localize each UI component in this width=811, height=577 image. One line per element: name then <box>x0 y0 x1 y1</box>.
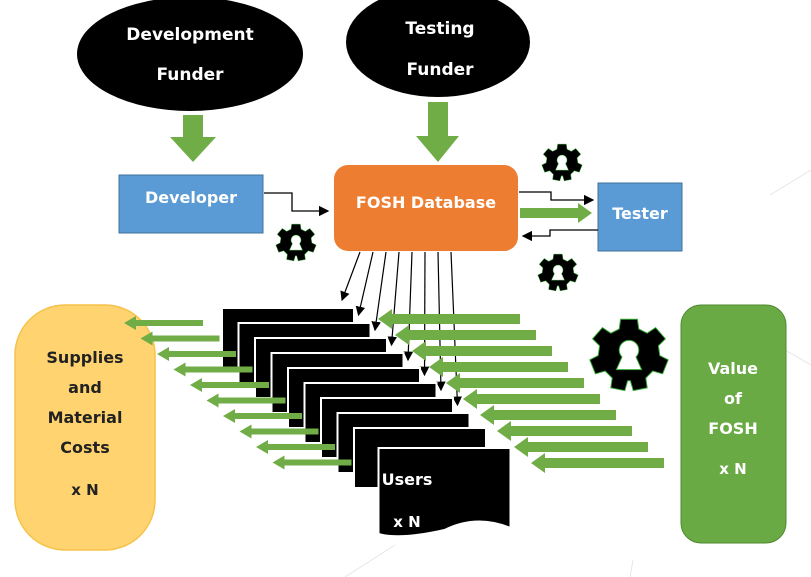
open-source-hardware-gear-icon <box>537 253 579 292</box>
open-source-hardware-gear-icon <box>589 318 669 392</box>
database-to-user-link <box>355 251 374 317</box>
tester-node: Tester <box>597 182 683 252</box>
left-green-arrow <box>140 331 220 346</box>
user-document <box>377 447 512 538</box>
supplies-line4: Costs <box>60 438 109 457</box>
right-green-arrow <box>446 373 584 393</box>
open-source-hardware-gear-icon <box>541 143 583 182</box>
supplies-node: Supplies and Material Costs x N <box>14 304 156 551</box>
open-source-hardware-gear-icon <box>275 223 317 262</box>
developer-to-database-connector <box>264 192 330 217</box>
left-green-arrow <box>256 440 335 454</box>
left-green-arrow <box>272 455 352 470</box>
database-to-tester-green-arrow <box>520 203 592 223</box>
right-green-arrow <box>395 325 536 345</box>
database-to-tester-connector <box>519 191 595 206</box>
users-line1: Users <box>382 470 433 489</box>
right-green-arrow <box>480 405 616 425</box>
right-green-arrow <box>463 389 600 409</box>
development-funder-node: Development Funder <box>77 0 303 111</box>
supplies-line2: and <box>68 378 102 397</box>
testing-funder-node: Testing Funder <box>346 0 530 97</box>
users-line2: x N <box>393 513 420 531</box>
users-to-supplies-arrows <box>124 316 352 470</box>
left-green-arrow <box>124 316 203 330</box>
right-green-arrow <box>378 309 520 329</box>
database-to-user-link <box>387 251 400 347</box>
tester-to-database-connector <box>521 229 598 242</box>
development-funder-line1: Development <box>126 25 253 45</box>
developer-label: Developer <box>145 188 237 207</box>
left-green-arrow <box>223 409 302 423</box>
right-green-arrow <box>412 341 552 361</box>
right-green-arrow <box>531 453 664 473</box>
left-green-arrow <box>157 347 236 361</box>
value-node: Value of FOSH x N <box>680 304 787 544</box>
database-to-user-link <box>371 251 387 332</box>
testing-funder-line1: Testing <box>405 19 474 39</box>
value-to-users-arrows <box>378 309 664 473</box>
right-green-arrow <box>497 421 632 441</box>
development-funder-line2: Funder <box>156 65 224 85</box>
value-line4: x N <box>719 460 746 478</box>
fosh-database-node: FOSH Database <box>334 165 518 251</box>
user-documents-stack <box>221 307 512 538</box>
left-green-arrow <box>173 362 253 377</box>
funding-arrow-database <box>416 102 459 162</box>
left-green-arrow <box>239 424 319 439</box>
right-green-arrow <box>514 437 648 457</box>
value-line1: Value <box>708 359 758 378</box>
developer-node: Developer <box>118 174 264 234</box>
left-green-arrow <box>206 393 286 408</box>
users-label-group: Users x N <box>382 470 433 531</box>
testing-funder-line2: Funder <box>406 60 474 80</box>
value-line3: FOSH <box>708 419 757 438</box>
left-green-arrow <box>190 378 269 392</box>
tester-label: Tester <box>612 204 668 223</box>
funding-arrow-developer <box>170 115 216 162</box>
right-green-arrow <box>429 357 568 377</box>
supplies-line3: Material <box>48 408 123 427</box>
supplies-line5: x N <box>71 481 98 499</box>
value-line2: of <box>724 389 743 408</box>
background-decoration <box>344 169 811 577</box>
supplies-line1: Supplies <box>46 348 123 367</box>
database-to-user-link <box>340 251 361 302</box>
fosh-database-label: FOSH Database <box>356 193 496 212</box>
